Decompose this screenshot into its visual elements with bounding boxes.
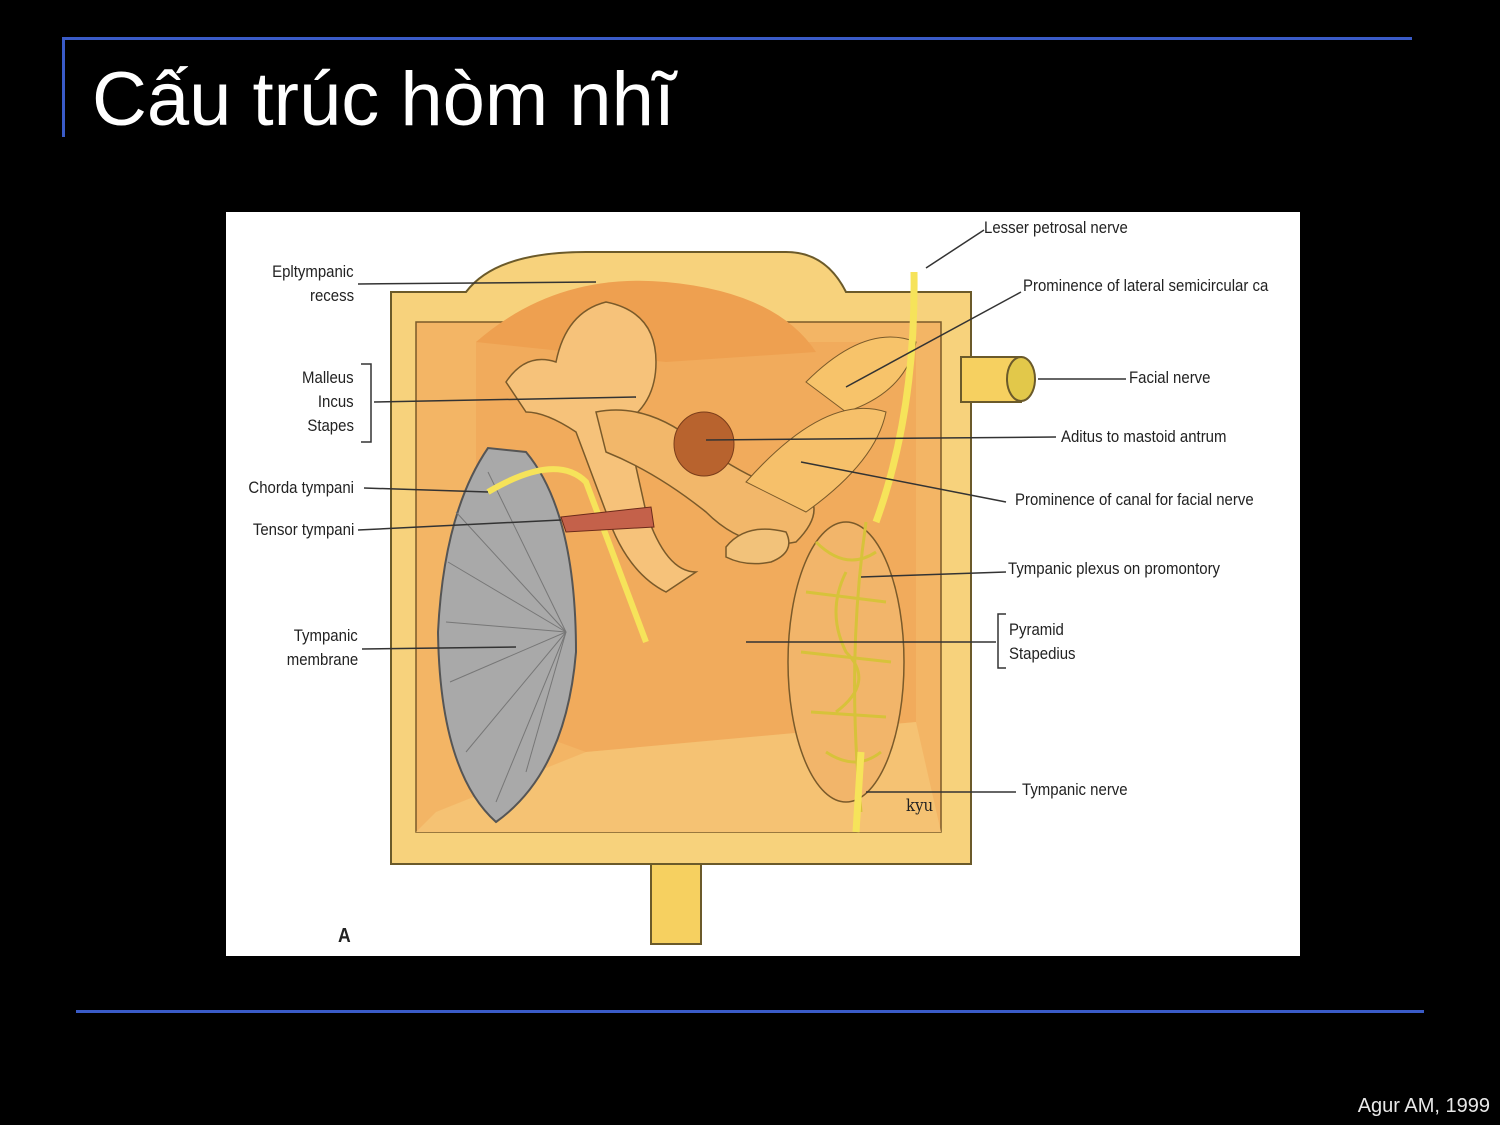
label-tympanic-membrane-line1: Tympanic — [293, 626, 358, 645]
label-facial-nerve: Facial nerve — [1129, 368, 1211, 387]
lesser-petrosal-nerve — [872, 271, 918, 524]
tympanic-membrane — [436, 446, 578, 824]
label-stapedius: Stapedius — [1009, 644, 1076, 663]
tensor-tympani — [560, 506, 655, 533]
label-incus: Incus — [318, 392, 354, 411]
label-prominence-facial-canal: Prominence of canal for facial nerve — [1015, 490, 1254, 509]
prominence-lateral-canal — [805, 336, 917, 413]
middle-ear-illustration — [357, 229, 1126, 945]
label-epitympanic-line1: Epltympanic — [272, 262, 354, 281]
label-tympanic-plexus: Tympanic plexus on promontory — [1008, 559, 1221, 578]
leader-lines — [357, 229, 1126, 793]
membrane-striations — [445, 471, 567, 803]
label-pyramid: Pyramid — [1009, 620, 1064, 639]
slide-title: Cấu trúc hòm nhĩ — [92, 57, 675, 142]
prominence-facial-canal — [745, 407, 887, 513]
aditus-mastoid-antrum — [673, 411, 735, 477]
artist-signature: kyu — [906, 796, 934, 816]
label-tympanic-membrane-line2: membrane — [286, 650, 358, 669]
label-chorda-tympani: Chorda tympani — [248, 478, 354, 497]
eustachian-tube — [650, 863, 702, 945]
label-tympanic-nerve: Tympanic nerve — [1022, 780, 1128, 799]
epitympanic-dome — [476, 280, 816, 362]
label-stapes: Stapes — [307, 416, 354, 435]
source-credit: Agur AM, 1999 — [1357, 1095, 1490, 1117]
label-prominence-lateral-canal: Prominence of lateral semicircular ca — [1023, 276, 1269, 295]
panel-letter: A — [338, 925, 351, 947]
footer-rule — [76, 1010, 1424, 1013]
bracket-lines — [361, 363, 1006, 669]
tympanic-nerve-trunk — [852, 751, 865, 833]
label-tensor-tympani: Tensor tympani — [252, 520, 354, 539]
label-malleus: Malleus — [302, 368, 354, 387]
stapes — [725, 528, 790, 565]
label-lesser-petrosal-nerve: Lesser petrosal nerve — [984, 218, 1128, 237]
label-epitympanic-line2: recess — [309, 286, 354, 305]
anatomy-figure: Epltympanic recess Malleus Incus Stapes … — [226, 212, 1300, 956]
title-rule-top — [62, 37, 1412, 40]
title-rule-left — [62, 37, 65, 137]
chorda-tympani — [486, 466, 649, 644]
label-aditus: Aditus to mastoid antrum — [1061, 427, 1227, 446]
